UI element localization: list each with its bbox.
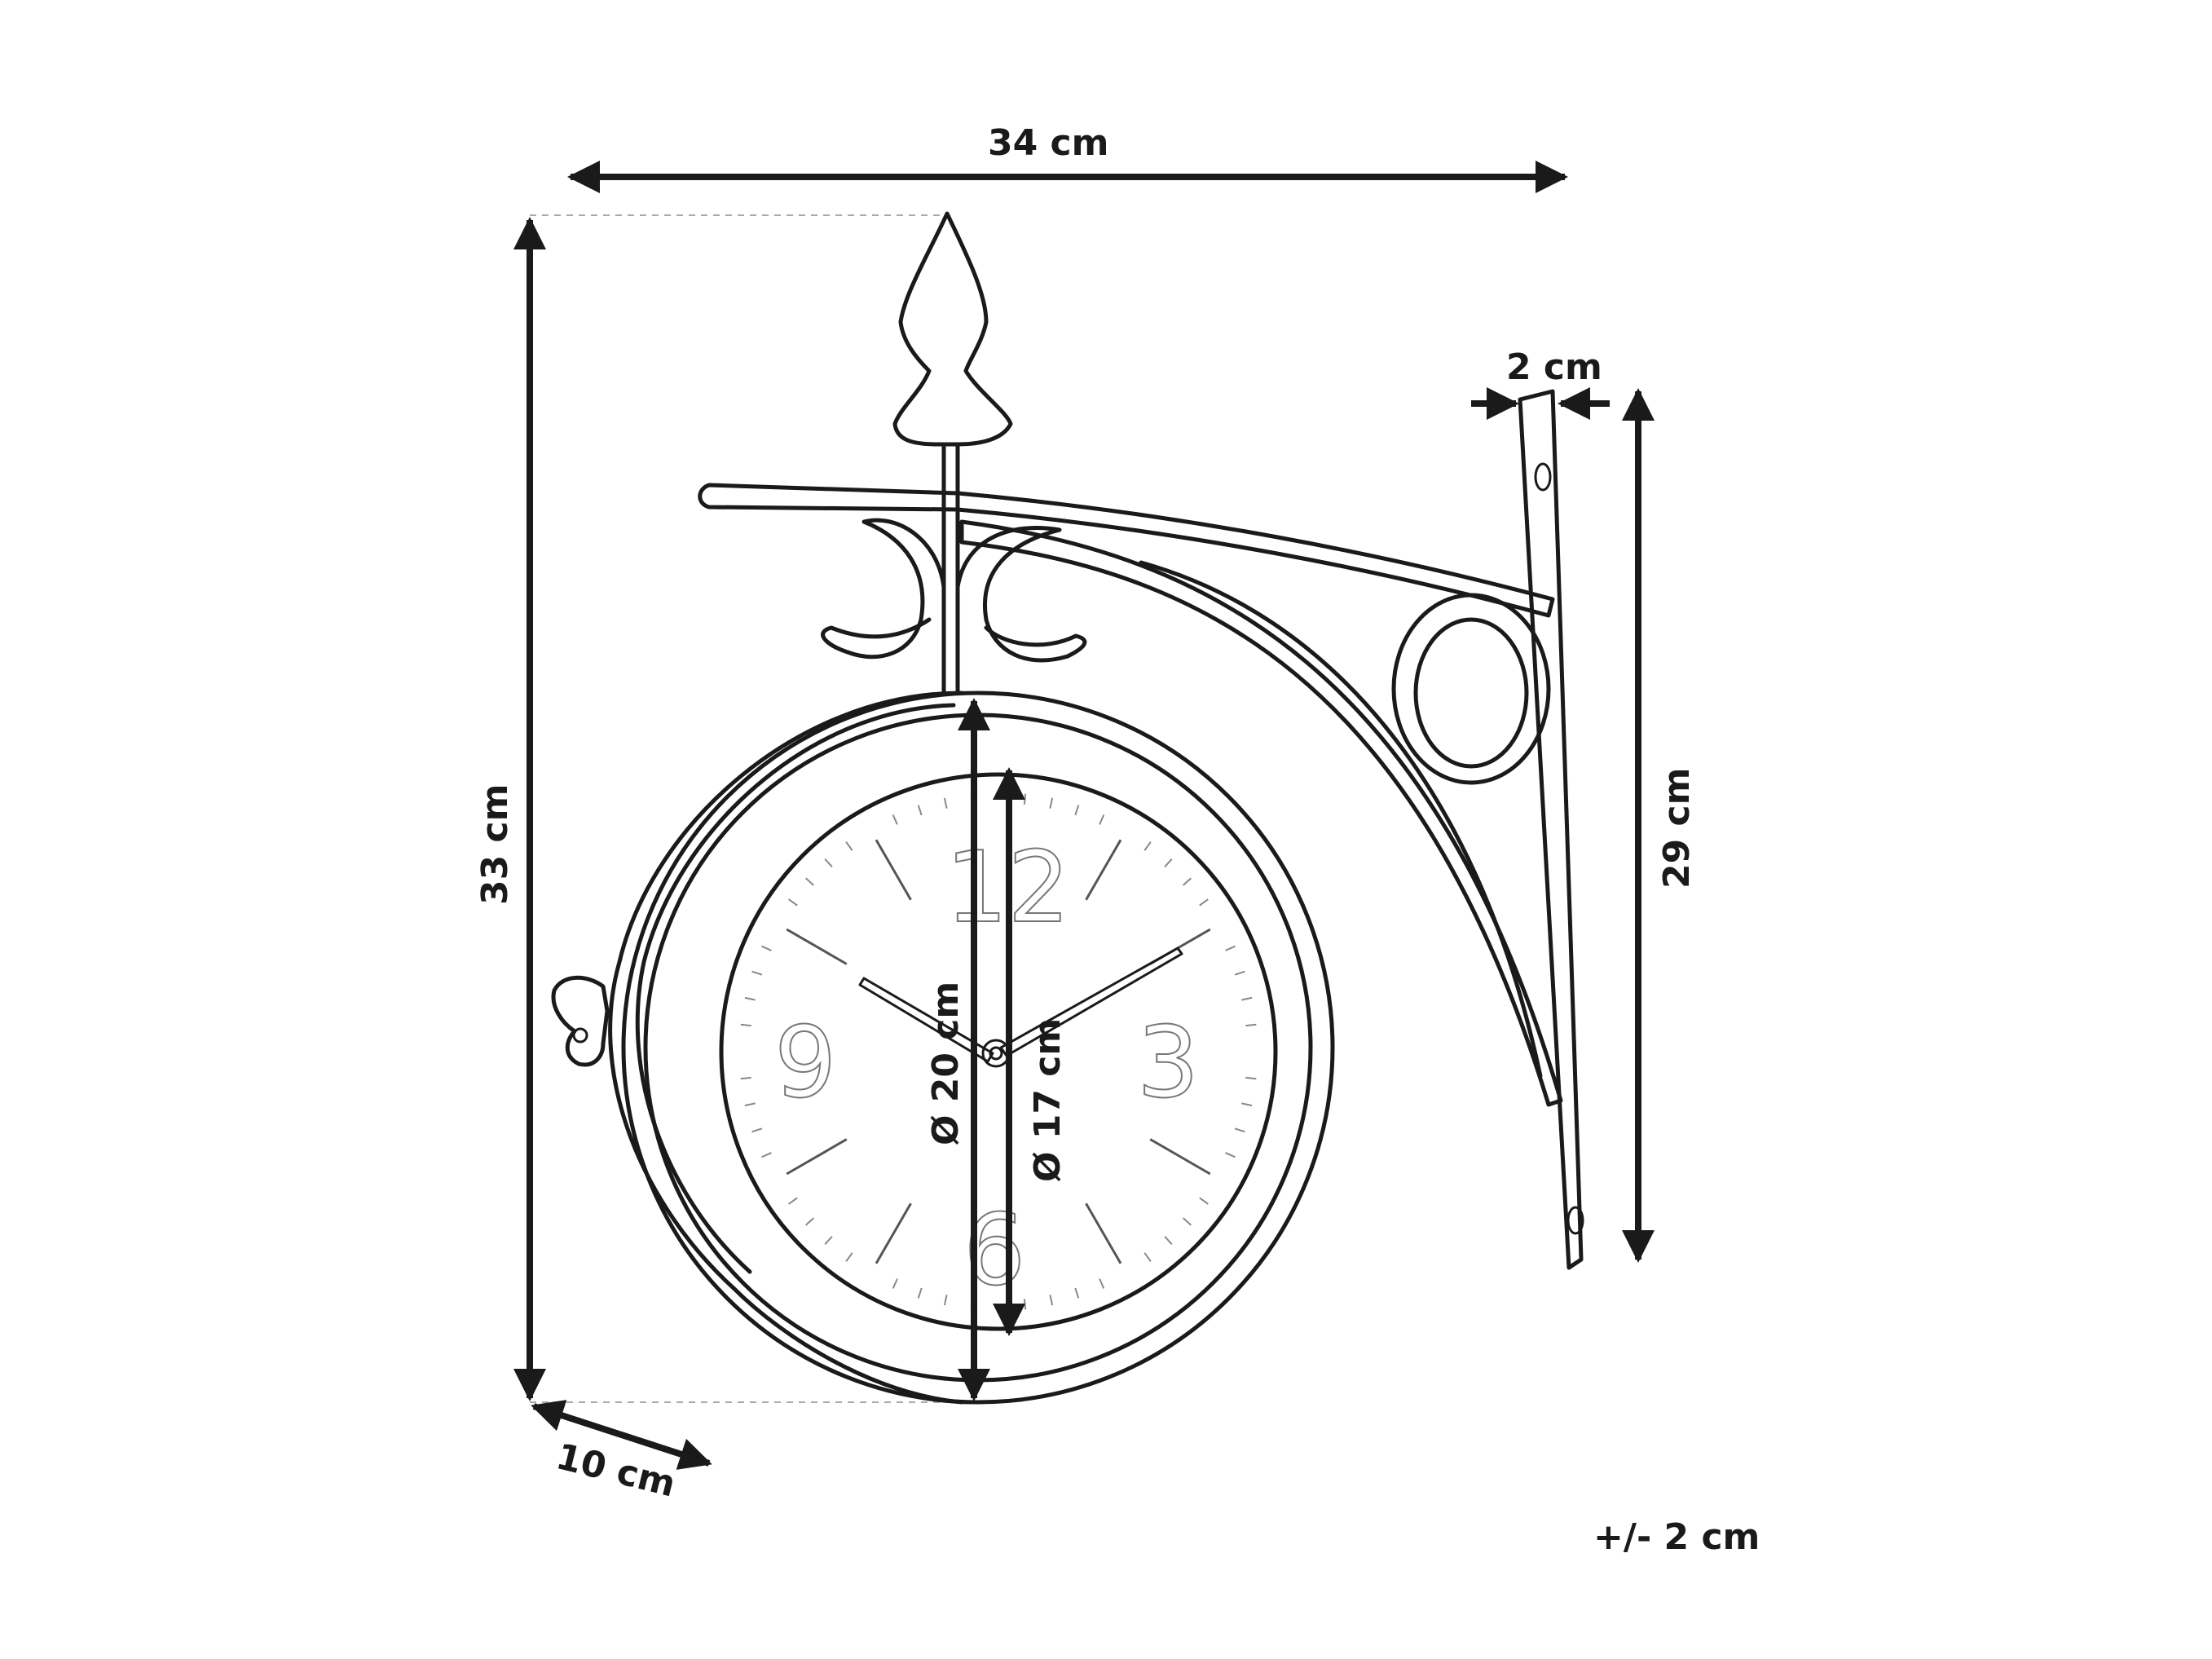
minute-tick — [943, 797, 948, 809]
minute-tick — [1234, 970, 1245, 976]
minute-tick — [788, 898, 798, 907]
minute-tick — [751, 970, 763, 976]
minute-tick — [1164, 858, 1173, 867]
minute-tick — [788, 1197, 798, 1205]
minute-tick — [1183, 877, 1192, 886]
minute-tick — [824, 858, 833, 867]
minute-tick — [1241, 996, 1253, 1001]
minute-tick — [917, 805, 923, 816]
minute-tick — [845, 841, 853, 851]
minute-tick — [1199, 898, 1209, 907]
clock-hands — [858, 946, 1183, 1068]
outer-diameter-label: Ø 20 cm — [925, 982, 967, 1145]
hour-marker — [786, 928, 848, 965]
minute-tick — [1099, 1278, 1105, 1289]
minute-tick — [761, 1152, 772, 1158]
dial-numbers: 12 3 6 9 — [773, 831, 1200, 1308]
guide-lines — [530, 214, 962, 1403]
dimension-arrows — [513, 161, 1655, 1470]
minute-tick — [824, 1236, 833, 1245]
minute-tick — [892, 814, 898, 825]
minute-tick — [1245, 1023, 1257, 1027]
dial-number-9: 9 — [774, 1007, 836, 1120]
minute-tick — [1074, 805, 1080, 816]
minute-tick — [740, 1023, 751, 1027]
minute-tick — [761, 945, 772, 951]
minute-tick — [1225, 945, 1236, 951]
width-label: 34 cm — [988, 122, 1108, 164]
minute-tick — [1225, 1152, 1236, 1158]
hour-marker — [1085, 839, 1122, 901]
minute-tick — [1143, 841, 1152, 851]
hour-marker — [1149, 1138, 1211, 1176]
minute-tick — [1049, 797, 1054, 809]
wall-bracket — [698, 211, 1584, 1270]
tolerance-label: +/- 2 cm — [1593, 1516, 1760, 1558]
minute-tick — [917, 1287, 923, 1299]
dial-diameter-label: Ø 17 cm — [1027, 1018, 1069, 1182]
hour-marker — [875, 1202, 912, 1264]
minute-tick — [805, 1217, 814, 1226]
hour-marker — [1085, 1202, 1122, 1264]
minute-tick — [744, 1102, 756, 1107]
minute-tick — [1099, 814, 1105, 825]
minute-tick — [1023, 793, 1027, 805]
minute-tick — [845, 1252, 853, 1262]
minute-tick — [1183, 1217, 1192, 1226]
dial-ticks — [740, 793, 1257, 1310]
minute-tick — [740, 1076, 751, 1080]
minute-tick — [1164, 1236, 1173, 1245]
minute-tick — [805, 877, 814, 886]
minute-tick — [943, 1295, 948, 1306]
minute-tick — [744, 996, 756, 1001]
minute-tick — [1245, 1076, 1257, 1080]
dial-number-3: 3 — [1137, 1007, 1199, 1120]
thickness-label: 2 cm — [1506, 346, 1602, 388]
bracket-height-label: 29 cm — [1656, 768, 1698, 889]
minute-tick — [1234, 1127, 1245, 1133]
depth-arrow — [531, 1400, 712, 1470]
minute-tick — [751, 1127, 763, 1133]
minute-tick — [1074, 1287, 1080, 1299]
minute-tick — [1049, 1295, 1054, 1306]
minute-tick — [1143, 1252, 1152, 1262]
hour-marker — [786, 1138, 848, 1176]
hour-marker — [875, 839, 912, 901]
minute-tick — [1199, 1197, 1209, 1205]
minute-tick — [1241, 1102, 1253, 1107]
height-label: 33 cm — [474, 784, 516, 905]
minute-tick — [892, 1278, 898, 1289]
